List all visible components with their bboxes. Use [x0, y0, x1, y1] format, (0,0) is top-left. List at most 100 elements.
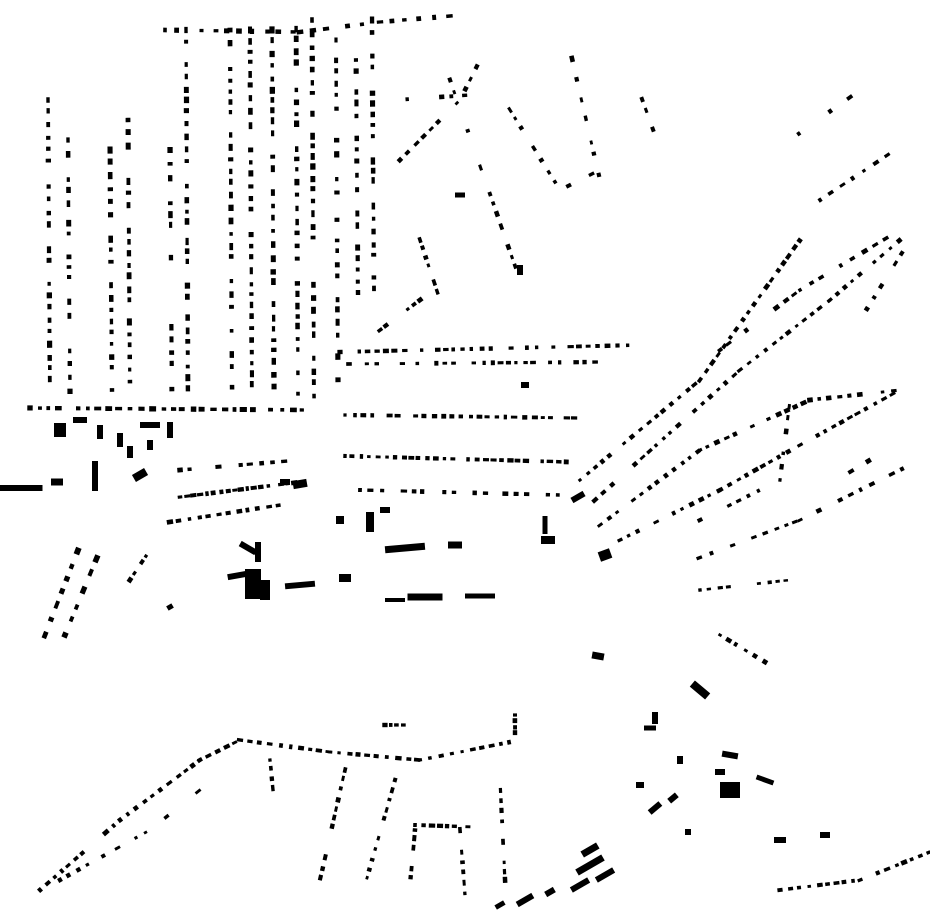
building: [228, 109, 233, 115]
building: [700, 400, 706, 407]
building: [185, 237, 189, 246]
building: [248, 170, 254, 177]
building: [127, 297, 132, 303]
building: [736, 477, 742, 482]
building: [349, 454, 355, 459]
building: [236, 737, 244, 743]
building: [167, 161, 173, 166]
building: [334, 92, 338, 97]
building: [894, 863, 900, 868]
building: [847, 491, 855, 498]
building: [582, 359, 587, 365]
building: [184, 26, 188, 34]
building: [879, 252, 885, 259]
building: [184, 282, 191, 289]
building: [515, 892, 535, 908]
building: [66, 219, 72, 227]
building: [743, 327, 750, 334]
building: [108, 247, 113, 252]
building: [225, 488, 232, 494]
building: [767, 459, 774, 465]
building: [46, 146, 51, 151]
building: [271, 371, 277, 378]
building: [249, 370, 255, 378]
building: [830, 423, 837, 430]
building: [461, 93, 468, 98]
building: [290, 30, 296, 34]
building: [271, 338, 277, 343]
building: [540, 459, 544, 464]
building: [416, 296, 424, 304]
building: [310, 152, 315, 160]
building: [647, 801, 663, 815]
building: [391, 348, 398, 353]
building: [341, 775, 346, 782]
building: [371, 252, 377, 257]
building: [364, 349, 371, 354]
building: [892, 260, 899, 267]
building: [46, 196, 51, 202]
building: [570, 490, 586, 504]
building: [400, 489, 408, 493]
building: [630, 497, 637, 503]
building: [270, 255, 276, 263]
building: [228, 204, 234, 212]
building: [762, 282, 771, 291]
building: [451, 824, 457, 829]
building: [782, 296, 790, 304]
building: [634, 528, 641, 535]
building: [465, 128, 471, 134]
building: [531, 415, 538, 420]
building: [405, 306, 411, 312]
building: [183, 86, 189, 94]
building: [380, 507, 390, 513]
building: [271, 301, 276, 308]
building: [417, 236, 423, 244]
building: [790, 291, 798, 298]
building: [309, 66, 315, 73]
building: [294, 87, 299, 93]
building: [371, 242, 376, 248]
building: [126, 202, 131, 209]
building: [408, 874, 413, 880]
building: [565, 182, 572, 189]
building: [249, 267, 253, 275]
building: [588, 171, 595, 178]
building: [432, 456, 439, 461]
building: [107, 171, 113, 180]
building: [294, 256, 300, 261]
building: [751, 652, 759, 660]
building: [295, 322, 300, 330]
building: [367, 488, 374, 492]
building: [185, 209, 189, 214]
building: [271, 326, 276, 332]
building: [269, 86, 276, 94]
building: [66, 137, 70, 143]
building: [310, 110, 315, 117]
building: [422, 254, 429, 261]
building: [706, 393, 714, 400]
building: [444, 823, 450, 829]
building: [731, 372, 738, 379]
building: [335, 248, 340, 254]
building: [743, 648, 749, 653]
building: [499, 458, 504, 463]
building: [754, 354, 760, 359]
building: [569, 877, 591, 893]
building: [413, 822, 417, 828]
building: [434, 360, 439, 366]
building: [646, 447, 653, 455]
building: [271, 383, 277, 390]
building: [796, 442, 804, 448]
building: [117, 433, 123, 447]
building: [816, 882, 823, 888]
building: [248, 70, 252, 78]
building: [270, 165, 275, 173]
building: [856, 271, 863, 278]
building: [680, 460, 686, 466]
building: [863, 305, 871, 312]
building: [643, 107, 649, 114]
building: [107, 187, 114, 192]
building: [108, 235, 114, 243]
building: [556, 459, 562, 464]
